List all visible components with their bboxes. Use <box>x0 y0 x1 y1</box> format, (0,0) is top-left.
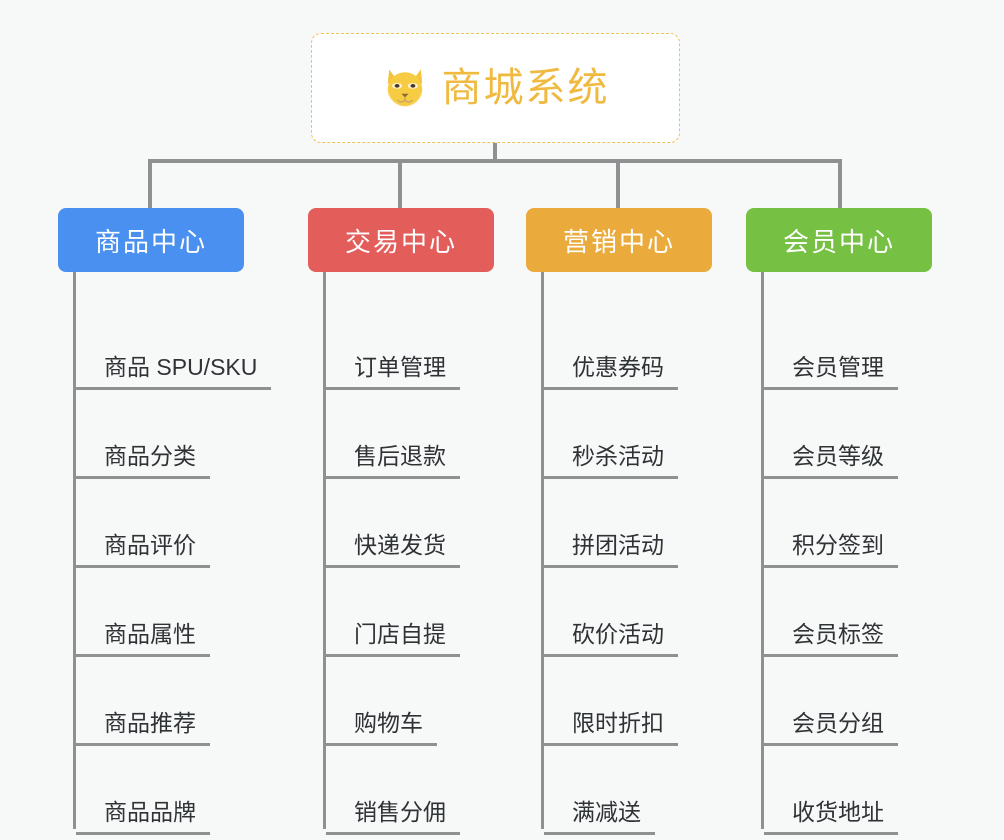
branch-column: 营销中心优惠券码秒杀活动拼团活动砍价活动限时折扣满减送 <box>526 208 712 835</box>
leaf-item-label: 限时折扣 <box>544 710 678 746</box>
leaf-item[interactable]: 会员等级 <box>746 390 932 479</box>
leaf-item[interactable]: 快递发货 <box>308 479 494 568</box>
leaf-item-label: 商品分类 <box>76 443 210 479</box>
leaf-item[interactable]: 满减送 <box>526 746 712 835</box>
leaf-item[interactable]: 会员分组 <box>746 657 932 746</box>
leaf-item-label: 售后退款 <box>326 443 460 479</box>
category-header[interactable]: 交易中心 <box>308 208 494 272</box>
branch-column: 商品中心商品 SPU/SKU 商品分类商品评价商品属性商品推荐商品品牌 <box>58 208 272 835</box>
leaf-item-label: 优惠券码 <box>544 354 678 390</box>
leaf-item[interactable]: 优惠券码 <box>526 301 712 390</box>
category-header[interactable]: 会员中心 <box>746 208 932 272</box>
leaf-item[interactable]: 购物车 <box>308 657 494 746</box>
root-node[interactable]: 商城系统 <box>311 33 680 143</box>
leaf-item[interactable]: 门店自提 <box>308 568 494 657</box>
leaf-item-label: 快递发货 <box>326 532 460 568</box>
leaf-item-label: 订单管理 <box>326 354 460 390</box>
connector-drop-4 <box>838 159 842 209</box>
leaf-item-label: 商品推荐 <box>76 710 210 746</box>
leaf-item[interactable]: 会员标签 <box>746 568 932 657</box>
leaf-item-label: 拼团活动 <box>544 532 678 568</box>
leaf-item[interactable]: 商品评价 <box>58 479 271 568</box>
branch-trunk-line <box>323 272 326 829</box>
branch-column: 交易中心订单管理售后退款快递发货门店自提购物车销售分佣 <box>308 208 494 835</box>
leaf-item[interactable]: 积分签到 <box>746 479 932 568</box>
leaf-item[interactable]: 秒杀活动 <box>526 390 712 479</box>
connector-drop-2 <box>398 159 402 209</box>
leaf-item-label: 会员等级 <box>764 443 898 479</box>
leaf-item-label: 商品属性 <box>76 621 210 657</box>
leaf-list: 订单管理售后退款快递发货门店自提购物车销售分佣 <box>308 272 494 835</box>
leaf-item[interactable]: 会员管理 <box>746 301 932 390</box>
leaf-item-label: 商品 SPU/SKU <box>76 354 272 390</box>
branch-trunk-line <box>73 272 76 829</box>
leaf-item-label: 满减送 <box>544 799 655 835</box>
page-title: 商城系统 <box>441 66 610 110</box>
leaf-item-label: 会员标签 <box>764 621 898 657</box>
leaf-item[interactable]: 限时折扣 <box>526 657 712 746</box>
leaf-item-label: 商品评价 <box>76 532 210 568</box>
leaf-item-label: 购物车 <box>326 710 437 746</box>
leaf-item[interactable]: 商品 SPU/SKU <box>58 301 272 390</box>
category-header[interactable]: 营销中心 <box>526 208 712 272</box>
category-header[interactable]: 商品中心 <box>58 208 244 272</box>
leaf-item-label: 门店自提 <box>326 621 460 657</box>
connector-drop-1 <box>148 159 152 209</box>
leaf-item[interactable]: 订单管理 <box>308 301 494 390</box>
leaf-item[interactable]: 商品分类 <box>58 390 271 479</box>
branch-column: 会员中心会员管理会员等级积分签到会员标签会员分组收货地址 <box>746 208 932 835</box>
connector-drop-3 <box>616 159 620 209</box>
connector-root-stem <box>493 143 497 163</box>
leaf-item-label: 收货地址 <box>764 799 898 835</box>
connector-horizontal-bus <box>148 159 842 163</box>
leaf-item[interactable]: 销售分佣 <box>308 746 494 835</box>
leaf-item[interactable]: 商品推荐 <box>58 657 271 746</box>
leaf-item-label: 会员分组 <box>764 710 898 746</box>
leaf-item[interactable]: 售后退款 <box>308 390 494 479</box>
leaf-item[interactable]: 收货地址 <box>746 746 932 835</box>
leaf-item-label: 积分签到 <box>764 532 898 568</box>
leaf-item[interactable]: 砍价活动 <box>526 568 712 657</box>
leaf-list: 优惠券码秒杀活动拼团活动砍价活动限时折扣满减送 <box>526 272 712 835</box>
branch-trunk-line <box>541 272 544 829</box>
leaf-item-label: 秒杀活动 <box>544 443 678 479</box>
leaf-item[interactable]: 商品属性 <box>58 568 271 657</box>
shiba-dog-face-icon <box>387 69 422 109</box>
leaf-item[interactable]: 商品品牌 <box>58 746 271 835</box>
leaf-item-label: 会员管理 <box>764 354 898 390</box>
leaf-item-label: 砍价活动 <box>544 621 678 657</box>
leaf-item-label: 销售分佣 <box>326 799 460 835</box>
branch-trunk-line <box>761 272 764 829</box>
leaf-list: 商品 SPU/SKU 商品分类商品评价商品属性商品推荐商品品牌 <box>58 272 272 835</box>
leaf-list: 会员管理会员等级积分签到会员标签会员分组收货地址 <box>746 272 932 835</box>
leaf-item[interactable]: 拼团活动 <box>526 479 712 568</box>
leaf-item-label: 商品品牌 <box>76 799 210 835</box>
